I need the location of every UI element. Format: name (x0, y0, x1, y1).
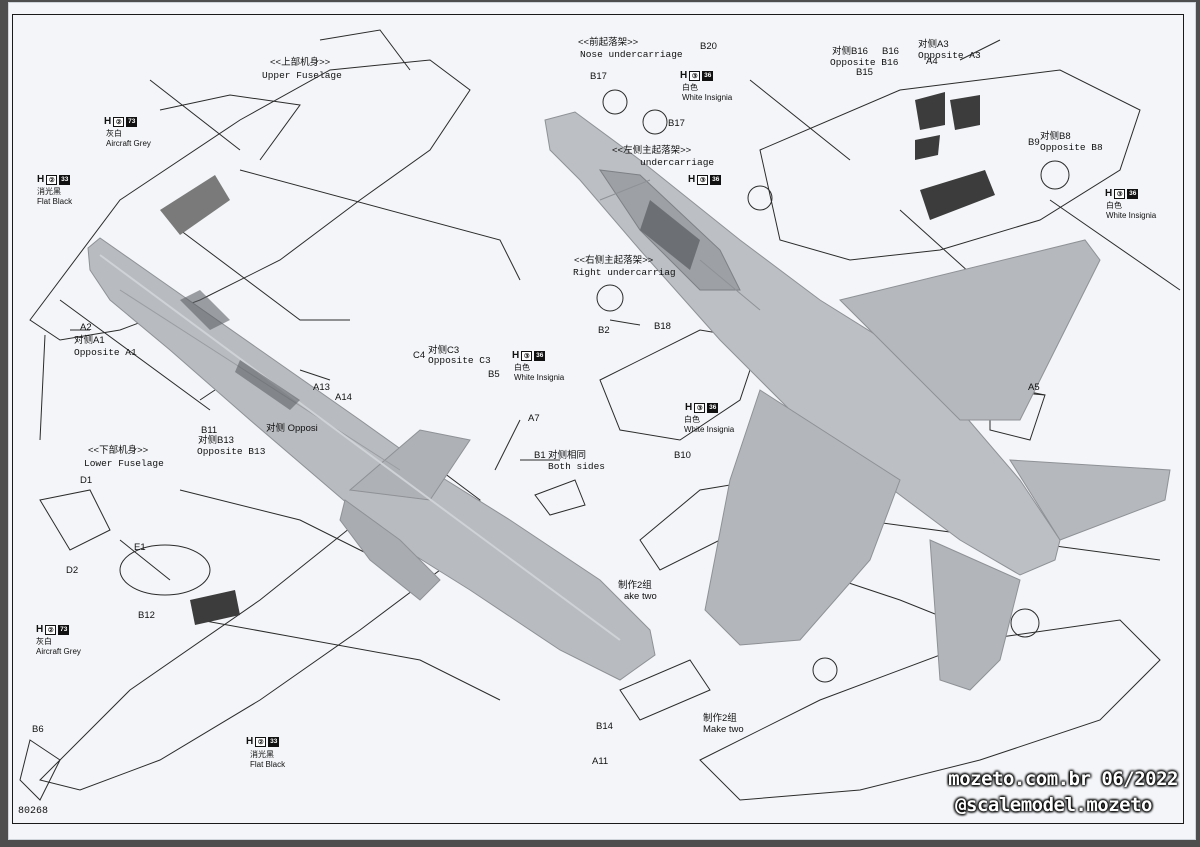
page-code: 80268 (18, 806, 49, 817)
part-label: A13 (313, 382, 330, 393)
white-cn-mid: 白色 (514, 363, 530, 372)
make-two-cn-2: 制作2组 (703, 713, 737, 724)
flat-black-cn-top: 消光黑 (37, 187, 61, 196)
left-uc-cn: <<左侧主起落架>> (612, 145, 692, 156)
make-two-en-1: ake two (624, 591, 657, 602)
white-en-nose: White Insignia (682, 93, 733, 102)
right-uc-cn: <<右侧主起落架>> (574, 255, 654, 266)
white-cn-right: 白色 (1106, 201, 1122, 210)
part-label: A4 (926, 56, 938, 67)
part-label: B14 (596, 721, 613, 732)
white-cn-nose: 白色 (682, 83, 698, 92)
white-en-right: White Insignia (1106, 211, 1157, 220)
opposite-a1-en: Opposite A1 (74, 347, 137, 358)
upper-fuselage-en: Upper Fuselage (262, 70, 342, 81)
part-label: B1 (534, 450, 546, 461)
flat-black-cn-bottom: 消光黑 (250, 750, 274, 759)
part-label: B11 (201, 425, 218, 436)
part-label: B9 (1028, 137, 1040, 148)
aircraft-grey-cn-bottom: 灰白 (36, 637, 52, 646)
model-upper-fuselage-and-wings (544, 111, 1171, 691)
opposite-a3-cn: 对侧A3 (918, 39, 949, 50)
left-uc-en: undercarriage (640, 157, 715, 168)
part-label: D1 (80, 475, 93, 486)
part-label: B17 (590, 71, 607, 82)
opposite-b8-en: Opposite B8 (1040, 142, 1103, 153)
model-fuselage-lower (87, 237, 656, 681)
part-label: A11 (592, 756, 609, 767)
opposite-a3-en: Opposite A3 (918, 50, 981, 61)
part-label: A2 (80, 322, 92, 333)
lower-fuselage-en: Lower Fuselage (84, 458, 164, 469)
part-label: B15 (856, 67, 873, 78)
upper-fuselage-cn: <<上部机身>> (270, 57, 331, 68)
part-label: A5 (1028, 382, 1040, 393)
opposite-c3-cn: 对侧C3 (428, 345, 460, 356)
part-label: A7 (528, 413, 540, 424)
part-label: E1 (134, 542, 146, 553)
part-label: B5 (488, 369, 500, 380)
part-label: B20 (700, 41, 717, 52)
white-cn-lower: 白色 (684, 415, 700, 424)
part-label: B18 (654, 321, 671, 332)
part-label: B17 (668, 118, 685, 129)
aircraft-grey-en-top: Aircraft Grey (106, 139, 151, 148)
part-label: B16 (882, 46, 899, 57)
aircraft-grey-cn-top: 灰白 (106, 129, 122, 138)
part-label: B2 (598, 325, 610, 336)
nose-uc-cn: <<前起落架>> (578, 37, 639, 48)
white-en-lower: White Insignia (684, 425, 735, 434)
opposite-c3-en: Opposite C3 (428, 355, 491, 366)
part-label: B10 (674, 450, 691, 461)
opposite-a14-partial: 对侧 Opposi (266, 423, 318, 434)
part-label: B6 (32, 724, 44, 735)
flat-black-en-bottom: Flat Black (250, 760, 286, 769)
part-label: A14 (335, 392, 352, 403)
opposite-b16-cn: 对侧B16 (832, 46, 868, 57)
lower-fuselage-cn: <<下部机身>> (88, 445, 149, 456)
make-two-en-2: Make two (703, 724, 744, 735)
opposite-b8-cn: 对侧B8 (1040, 131, 1071, 142)
both-sides-en: Both sides (548, 461, 606, 472)
both-sides-cn: 对侧相同 (548, 450, 587, 461)
part-label: C4 (413, 350, 426, 361)
opposite-b13-cn: 对侧B13 (198, 435, 234, 446)
nose-uc-en: Nose undercarriage (580, 49, 683, 60)
dark-detail-parts (160, 92, 995, 625)
flat-black-en-top: Flat Black (37, 197, 73, 206)
sheet-border (12, 14, 1184, 824)
part-label: D2 (66, 565, 79, 576)
white-en-mid: White Insignia (514, 373, 565, 382)
watermark-line-2: @scalemodel.mozeto (955, 794, 1152, 816)
watermark-line-1: mozeto.com.br 06/2022 (948, 768, 1178, 790)
opposite-a1-cn: 对侧A1 (74, 335, 105, 346)
part-label: B12 (138, 610, 155, 621)
opposite-b16-en: Opposite B16 (830, 57, 899, 68)
make-two-cn-1: 制作2组 (618, 580, 652, 591)
aircraft-grey-en-bottom: Aircraft Grey (36, 647, 81, 656)
opposite-b13-en: Opposite B13 (197, 446, 266, 457)
right-uc-en: Right undercarriag (573, 267, 676, 278)
